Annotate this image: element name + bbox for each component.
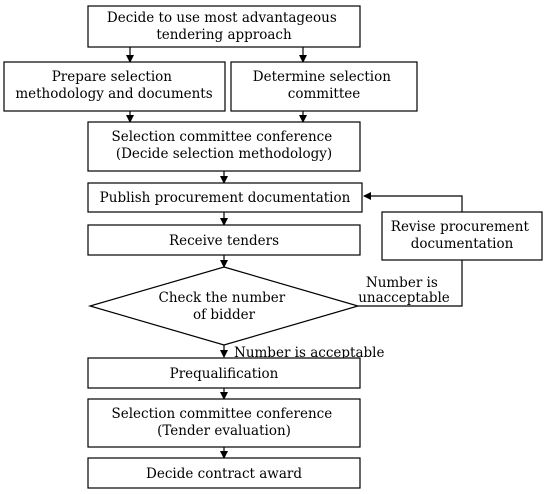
node-revise-docs-line-1: Revise procurement — [391, 219, 530, 235]
node-conference-methodology-line-2: (Decide selection methodology) — [116, 146, 332, 162]
node-award: Decide contract award — [87, 457, 361, 489]
node-decide-approach: Decide to use most advantageous tenderin… — [87, 5, 361, 48]
node-check-bidders-line-1: Check the number — [158, 290, 285, 306]
node-conference-methodology-line-1: Selection committee conference — [111, 129, 332, 145]
edge-label-unacceptable-line-1: Number is — [366, 275, 438, 291]
node-publish-docs-box — [87, 182, 363, 213]
node-revise-docs-box — [381, 211, 543, 261]
node-determine-committee-box — [230, 61, 418, 112]
edge-label-unacceptable: Number is unacceptable — [358, 275, 450, 306]
node-decide-approach-line-1: Decide to use most advantageous — [107, 10, 337, 26]
edge-label-unacceptable-line-2: unacceptable — [358, 290, 450, 306]
svg-text:Receive tenders: Receive tenders — [169, 233, 279, 249]
node-award-line-1: Decide contract award — [146, 466, 302, 482]
node-award-box — [87, 457, 361, 489]
edge-revise-to-publish — [363, 192, 463, 212]
svg-text:Publish procurement documentat: Publish procurement documentation — [100, 190, 351, 206]
node-check-bidders: Check the number of bidder — [87, 266, 361, 346]
node-decide-approach-line-2: tendering approach — [156, 27, 292, 43]
node-prequalification-box — [87, 357, 361, 389]
node-revise-docs-line-2: documentation — [411, 236, 514, 252]
node-conference-evaluation-line-1: Selection committee conference — [111, 406, 332, 422]
svg-text:Decide to use most advantageou: Decide to use most advantageous tenderin… — [107, 10, 341, 43]
node-prepare-docs-line-2: methodology and documents — [15, 86, 212, 102]
edge-check-to-revise — [358, 260, 463, 307]
node-publish-docs-line-1: Publish procurement documentation — [100, 190, 351, 206]
node-determine-committee: Determine selection committee — [230, 61, 418, 112]
svg-text:Determine selection comm: Determine selection committee — [253, 69, 395, 102]
node-conference-evaluation: Selection committee conference (Tender e… — [87, 398, 361, 448]
edge-label-acceptable: Number is acceptable — [234, 345, 384, 361]
svg-text:Decide contract award: Decide contract award — [146, 466, 302, 482]
edges — [126, 47, 463, 459]
node-conference-evaluation-box — [87, 398, 361, 448]
node-prequalification-line-1: Prequalification — [170, 366, 279, 382]
node-check-bidders-diamond — [87, 266, 361, 346]
node-publish-docs: Publish procurement documentation — [87, 182, 363, 213]
node-conference-methodology-box — [87, 121, 361, 172]
node-prequalification: Prequalification — [87, 357, 361, 389]
svg-text:Selection committee conference: Selection committee conference (Tender e… — [111, 406, 336, 439]
node-prepare-docs: Prepare selection methodology and docume… — [3, 61, 226, 112]
node-revise-docs: Revise procurement documentation — [381, 211, 543, 261]
node-check-bidders-line-2: of bidder — [193, 307, 256, 323]
node-conference-evaluation-line-2: (Tender evaluation) — [157, 423, 291, 439]
svg-text:Revise procurement docum: Revise procurement documentation — [391, 219, 533, 252]
svg-text:Check the number of bidd: Check the number of bidder — [158, 290, 289, 323]
node-conference-methodology: Selection committee conference (Decide s… — [87, 121, 361, 172]
svg-text:Selection committee conference: Selection committee conference (Decide s… — [111, 129, 336, 162]
node-receive-tenders: Receive tenders — [87, 224, 361, 256]
node-receive-tenders-line-1: Receive tenders — [169, 233, 279, 249]
node-determine-committee-line-2: committee — [288, 86, 360, 102]
svg-text:Prepare selection method: Prepare selection methodology and docume… — [15, 69, 212, 102]
node-prepare-docs-box — [3, 61, 226, 112]
node-determine-committee-line-1: Determine selection — [253, 69, 391, 85]
node-prepare-docs-line-1: Prepare selection — [52, 69, 173, 85]
svg-text:Prequalification: Prequalification — [170, 366, 279, 382]
node-receive-tenders-box — [87, 224, 361, 256]
node-decide-approach-box — [87, 5, 361, 48]
